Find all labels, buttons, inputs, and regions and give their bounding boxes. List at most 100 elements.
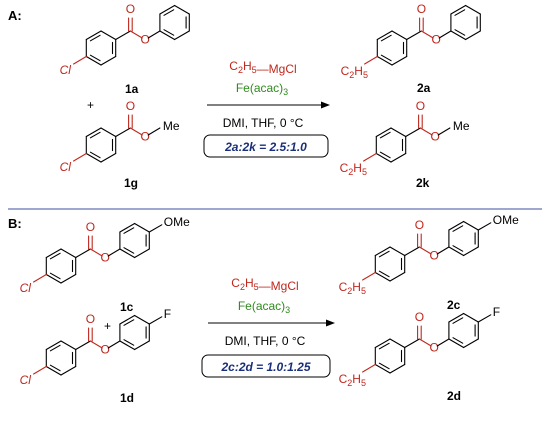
compound-1a-ring-a-double-bond — [89, 54, 101, 62]
compound-1c-ring-b-bond — [134, 248, 150, 259]
compound-1c-ring-b-bond — [119, 248, 136, 259]
compound-2a-ethyl: C2H5 — [341, 64, 368, 80]
panel-a-label: A: — [8, 8, 22, 23]
compound-1d-ring-b-bond — [134, 314, 150, 325]
compound-1d-chloro: Cl — [20, 373, 32, 387]
compound-1c-aryl-carbonyl-bond — [75, 248, 91, 259]
compound-1a-ring-b-bond — [174, 4, 190, 15]
compound-2d-para-substituent: F — [493, 305, 500, 319]
compound-2c-ethyl: C2H5 — [339, 280, 366, 296]
compound-1d-carbonyl-oxygen: O — [86, 312, 95, 326]
compound-2c-carbonyl-oxygen: O — [415, 218, 424, 232]
compound-1a-ring-a-bond — [85, 30, 102, 41]
compound-1a-ring-a-bond — [100, 55, 117, 66]
compound-2a-ring-a-bond — [376, 30, 393, 41]
compound-1d-o-aryl-bond — [107, 340, 121, 349]
compound-2c-para-substituent: OMe — [493, 213, 519, 227]
compound-1g-methyl: Me — [163, 119, 180, 133]
compound-1c-c-o-single-bond — [89, 248, 103, 257]
compound-2k-ester-oxygen: O — [431, 130, 440, 144]
compound-1d-label: 1d — [120, 391, 134, 405]
panel-b-selectivity-ratio: 2c:2d = 1.0:1.25 — [220, 360, 310, 374]
compound-1g-ring-a-double-bond — [89, 131, 101, 139]
compound-2d-ring-a-bond — [374, 338, 391, 349]
compound-1c-ring-b-bond — [134, 222, 150, 233]
compound-2a-ring-a-double-bond — [380, 34, 392, 42]
compound-2d-ring-a-double-bond — [378, 362, 390, 370]
compound-1a-c-cl-bond — [73, 55, 87, 65]
compound-2c-ring-a-bond — [374, 246, 391, 257]
compound-1a-ester-oxygen: O — [141, 33, 150, 47]
compound-1g-carbonyl-oxygen: O — [126, 99, 135, 113]
compound-2a-o-aryl-bond — [438, 30, 452, 39]
compound-1d-ring-a-double-bond — [49, 344, 61, 352]
compound-2c-ring-a-bond — [389, 271, 406, 282]
compound-1c-ring-a-bond — [60, 273, 77, 284]
compound-2a-carbonyl-oxygen: O — [417, 2, 426, 16]
compound-1a-ring-b-double-bond — [163, 9, 175, 16]
panel-b-catalyst: Fe(acac)3 — [238, 299, 290, 315]
compound-1d-ring-a-bond — [45, 340, 62, 351]
compound-1d-ring-a-bond — [45, 365, 62, 376]
compound-2d-c-ethyl-bond — [362, 363, 376, 373]
panel-b-plus: + — [104, 319, 111, 333]
compound-1g-c-cl-bond — [73, 152, 87, 162]
compound-2a-c-o-single-bond — [420, 30, 434, 39]
compound-1g-ester-oxygen: O — [141, 130, 150, 144]
compound-2a-ring-b-bond — [465, 4, 481, 15]
compound-1c-carbonyl-oxygen: O — [86, 220, 95, 234]
panel-b-ratio-box — [201, 354, 331, 378]
compound-2d-ring-a-double-bond — [378, 342, 390, 350]
compound-1c-ring-a-bond — [60, 248, 77, 259]
compound-2a-ring-b-bond — [450, 30, 467, 41]
compound-2c-ring-b-double-bond — [452, 225, 464, 232]
compound-1g-ring-a-bond — [85, 152, 102, 163]
compound-1d-ring-a-bond — [60, 365, 77, 376]
compound-1d-ring-b-double-bond — [123, 339, 135, 346]
compound-2c-ring-a-double-bond — [378, 250, 390, 258]
compound-1a-o-aryl-bond — [147, 30, 161, 39]
compound-1g-ring-a-bond — [85, 127, 102, 138]
compound-1d-c-cl-bond — [33, 365, 47, 375]
compound-2c-ring-b-bond — [448, 220, 465, 231]
compound-2d-para-bond — [477, 314, 492, 323]
compound-2a-ring-a-bond — [376, 55, 393, 66]
panel-a-conditions: DMI, THF, 0 °C — [223, 116, 304, 130]
compound-2d-ring-a-bond — [389, 363, 406, 374]
compound-2c-ring-b-double-bond — [452, 245, 464, 252]
compound-2a-ring-b-bond — [465, 30, 481, 41]
compound-1d-ring-b-bond — [119, 340, 136, 351]
compound-2k-methyl: Me — [453, 119, 470, 133]
compound-2c-label: 2c — [447, 298, 461, 312]
compound-2k-label: 2k — [416, 176, 430, 190]
compound-2c-ring-a-double-bond — [378, 270, 390, 278]
compound-1c-ring-a-bond — [45, 273, 62, 284]
compound-1d-ring-a-bond — [60, 340, 77, 351]
compound-2a-aryl-carbonyl-bond — [406, 30, 422, 41]
compound-1g-ring-a-bond — [100, 152, 117, 163]
compound-2c-c-ethyl-bond — [362, 271, 376, 281]
compound-1c-ring-a-bond — [45, 248, 62, 259]
compound-2a-c-ethyl-bond — [364, 55, 378, 65]
compound-1d-aryl-carbonyl-bond — [75, 340, 91, 351]
compound-2a-ring-a-bond — [391, 55, 408, 66]
compound-1d-ester-oxygen: O — [101, 343, 110, 357]
compound-2d-o-aryl-bond — [436, 338, 450, 347]
panel-a-arrowhead — [321, 101, 330, 109]
compound-2k-ethyl: C2H5 — [340, 161, 367, 177]
compound-2d-ring-a-bond — [374, 363, 391, 374]
panel-b-grignard-reagent: C2H5—MgCl — [231, 276, 298, 293]
compound-1c-para-substituent: OMe — [164, 215, 190, 229]
compound-1c-label: 1c — [120, 300, 134, 314]
compound-1a-chloro: Cl — [60, 63, 72, 77]
compound-2k-aryl-carbonyl-bond — [405, 127, 421, 138]
compound-2d-ring-b-double-bond — [452, 317, 464, 324]
compound-1c-ring-b-double-bond — [123, 227, 135, 234]
compound-1g-o-me-bond — [147, 127, 161, 136]
panel-b-label: B: — [8, 216, 22, 231]
compound-2c-ring-b-bond — [448, 246, 465, 257]
compound-1a-ring-a-bond — [100, 30, 117, 41]
compound-1g-aryl-carbonyl-bond — [115, 127, 131, 138]
compound-1a-carbonyl-oxygen: O — [126, 2, 135, 16]
compound-2a-ring-a-double-bond — [380, 54, 392, 62]
